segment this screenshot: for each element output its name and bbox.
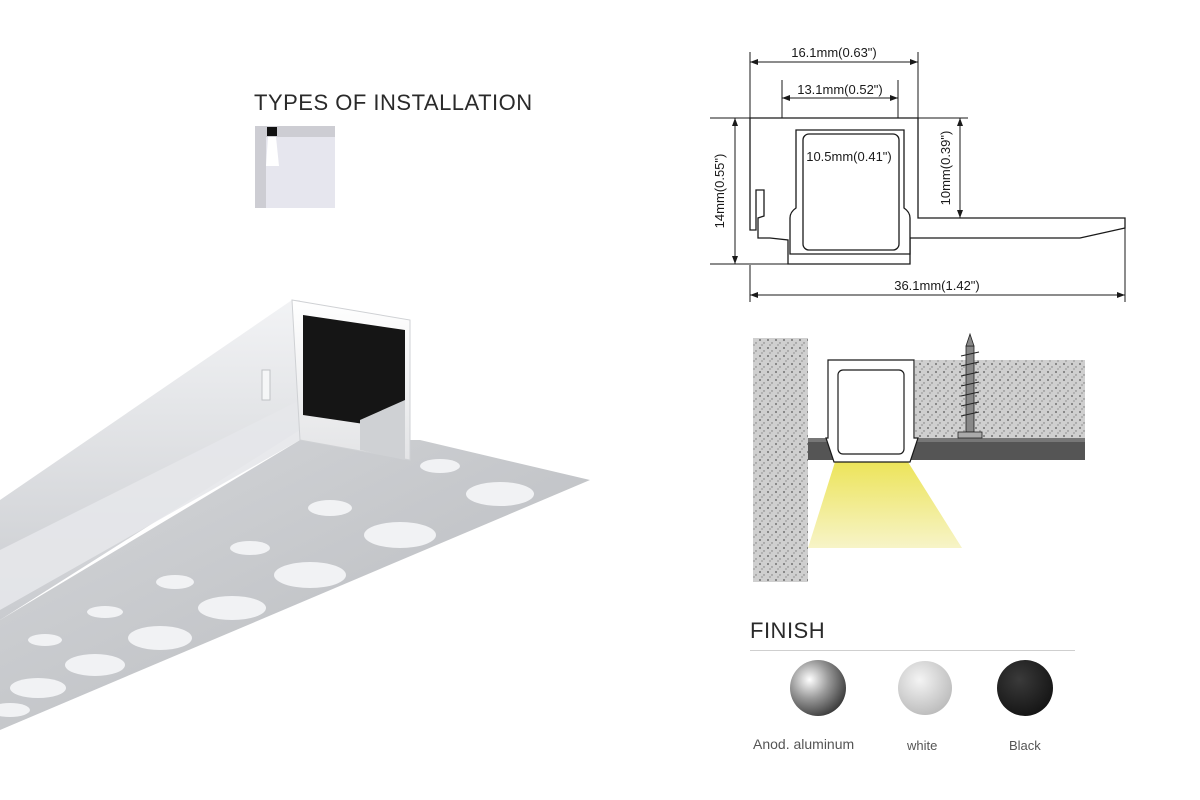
finish-label-aluminum: Anod. aluminum [753, 736, 855, 752]
installed-profile [825, 359, 919, 463]
aluminum-swatch-icon [790, 660, 846, 716]
black-swatch-icon [997, 660, 1053, 716]
installation-title: TYPES OF INSTALLATION [254, 90, 533, 115]
ceiling-concrete [915, 360, 1085, 438]
finish-divider [750, 650, 1075, 651]
finish-label-white: white [907, 738, 938, 753]
light-beam [808, 462, 962, 548]
white-swatch-icon [898, 661, 952, 715]
dim-total-height: 14mm(0.55") [712, 154, 727, 229]
flange-holes [0, 459, 534, 717]
screw-icon [957, 332, 983, 439]
dim-outer-width: 16.1mm(0.63") [791, 45, 877, 60]
profile-product-render [0, 299, 590, 730]
wall-concrete [753, 338, 808, 582]
dim-inner-width: 10.5mm(0.41") [806, 149, 892, 164]
recessed-installation-icon [255, 126, 335, 208]
dim-inner-top-width: 13.1mm(0.52") [797, 82, 883, 97]
profile-channel-opening [303, 315, 405, 430]
installation-section-illustration [753, 332, 1085, 582]
dim-total-width: 36.1mm(1.42") [894, 278, 980, 293]
profile-outline [749, 117, 1126, 265]
dim-inner-height: 10mm(0.39") [938, 131, 953, 206]
finish-label-black: Black [1009, 738, 1041, 753]
finish-title: FINISH [750, 618, 826, 643]
cross-section-dimension-drawing: 16.1mm(0.63") 13.1mm(0.52") 10.5mm(0.41"… [710, 45, 1126, 302]
